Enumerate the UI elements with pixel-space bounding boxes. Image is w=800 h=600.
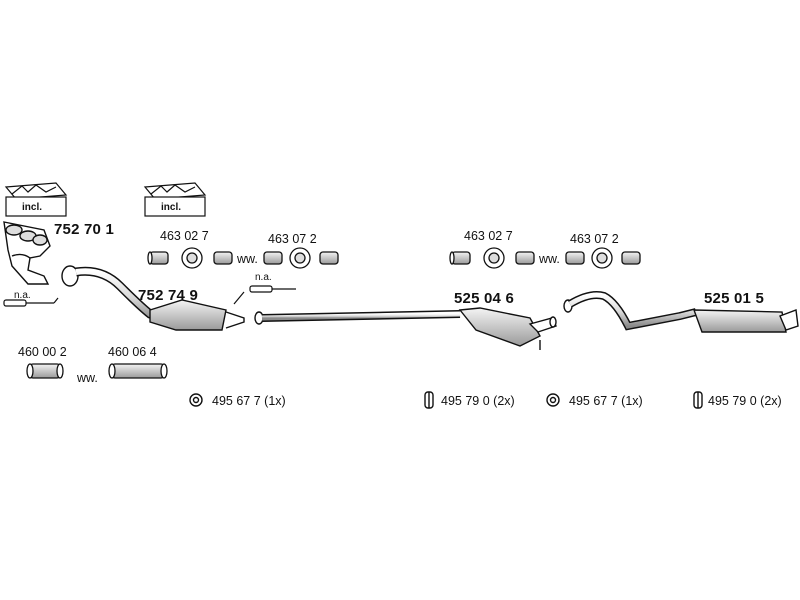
alternative-separator-3: ww. bbox=[77, 371, 98, 385]
gasket-code-right: 460 06 4 bbox=[108, 345, 157, 359]
exhaust-manifold bbox=[3, 221, 51, 285]
alternative-separator-2: ww. bbox=[539, 252, 560, 266]
flange-gasket-left bbox=[26, 363, 64, 379]
flange-gasket-right bbox=[108, 363, 168, 379]
not-available-note-left: n.a. bbox=[14, 290, 31, 301]
kit-incl-label-left: incl. bbox=[22, 202, 43, 213]
clamp-set-2 bbox=[449, 247, 641, 269]
clamp-code-1a: 463 02 7 bbox=[160, 229, 209, 243]
ring-hanger-icon bbox=[546, 393, 560, 407]
rear-silencer-assembly bbox=[563, 291, 799, 333]
alternative-separator-1: ww. bbox=[237, 252, 258, 266]
hanger-code-3: 495 67 7 (1x) bbox=[569, 394, 643, 408]
kit-incl-label-middle: incl. bbox=[161, 202, 182, 213]
not-available-note-middle: n.a. bbox=[255, 272, 272, 283]
part-number-rear-silencer: 525 01 5 bbox=[704, 290, 764, 307]
middle-silencer bbox=[458, 307, 557, 350]
gasket-code-left: 460 00 2 bbox=[18, 345, 67, 359]
clamp-code-1b: 463 07 2 bbox=[268, 232, 317, 246]
clamp-code-2a: 463 02 7 bbox=[464, 229, 513, 243]
gasket-kit-box-middle bbox=[143, 182, 207, 217]
catalyst-assembly bbox=[61, 265, 245, 331]
clamp-set-1 bbox=[147, 247, 339, 269]
hanger-code-2: 495 79 0 (2x) bbox=[441, 394, 515, 408]
lambda-sensor-left bbox=[3, 297, 59, 307]
hanger-code-4: 495 79 0 (2x) bbox=[708, 394, 782, 408]
intermediate-pipe bbox=[254, 310, 461, 325]
part-number-catalyst: 752 74 9 bbox=[138, 287, 198, 304]
rubber-hanger-icon bbox=[693, 391, 703, 409]
ring-hanger-icon bbox=[189, 393, 203, 407]
clamp-code-2b: 463 07 2 bbox=[570, 232, 619, 246]
gasket-kit-box-left bbox=[4, 182, 68, 217]
part-number-middle-silencer: 525 04 6 bbox=[454, 290, 514, 307]
part-number-manifold: 752 70 1 bbox=[54, 221, 114, 238]
hanger-code-1: 495 67 7 (1x) bbox=[212, 394, 286, 408]
rubber-hanger-icon bbox=[424, 391, 434, 409]
lambda-sensor-middle bbox=[233, 285, 296, 305]
